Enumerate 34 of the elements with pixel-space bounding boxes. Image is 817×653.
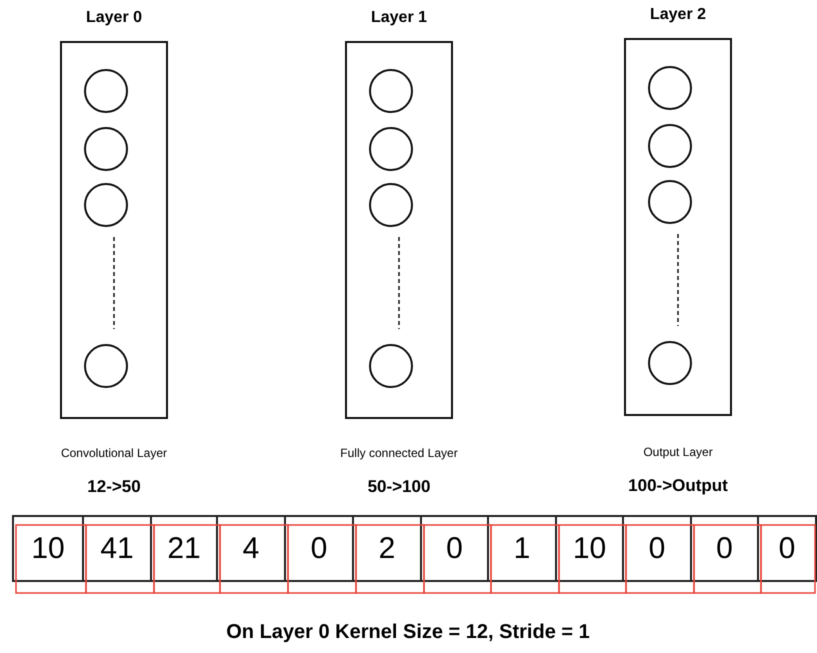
layer-dimensions: 100->Output xyxy=(628,476,728,496)
value-cell: 0 xyxy=(759,515,817,582)
neuron-circle xyxy=(369,183,413,227)
neuron-circle xyxy=(84,344,128,388)
value-cell: 0 xyxy=(422,515,489,582)
value-cell: 0 xyxy=(624,515,692,582)
neuron-circle xyxy=(648,66,692,110)
layer-title: Layer 0 xyxy=(86,9,142,27)
layer-description: Output Layer xyxy=(643,445,713,459)
layer-dimensions: 12->50 xyxy=(87,477,141,497)
layer-dimensions: 50->100 xyxy=(368,477,430,497)
neuron-circle xyxy=(648,180,692,224)
neuron-circle xyxy=(84,127,128,171)
layer-description: Fully connected Layer xyxy=(340,446,458,460)
value-cell: 41 xyxy=(84,515,152,582)
value-cell: 10 xyxy=(12,515,84,582)
value-cell: 4 xyxy=(218,515,286,582)
neuron-circle xyxy=(84,69,128,113)
neuron-circle xyxy=(369,69,413,113)
caption: On Layer 0 Kernel Size = 12, Stride = 1 xyxy=(226,621,590,644)
layer-description: Convolutional Layer xyxy=(60,446,168,460)
value-cell: 21 xyxy=(152,515,218,582)
value-cell: 2 xyxy=(354,515,422,582)
neuron-circle xyxy=(369,344,413,388)
value-cell: 0 xyxy=(692,515,759,582)
layer-title: Layer 2 xyxy=(650,6,706,24)
neuron-circle xyxy=(648,124,692,168)
neuron-circle xyxy=(648,341,692,385)
value-cell: 1 xyxy=(489,515,557,582)
neuron-circle xyxy=(369,127,413,171)
layer-title: Layer 1 xyxy=(370,9,428,27)
neuron-circle xyxy=(84,183,128,227)
value-cell: 10 xyxy=(557,515,624,582)
value-cell: 0 xyxy=(286,515,354,582)
